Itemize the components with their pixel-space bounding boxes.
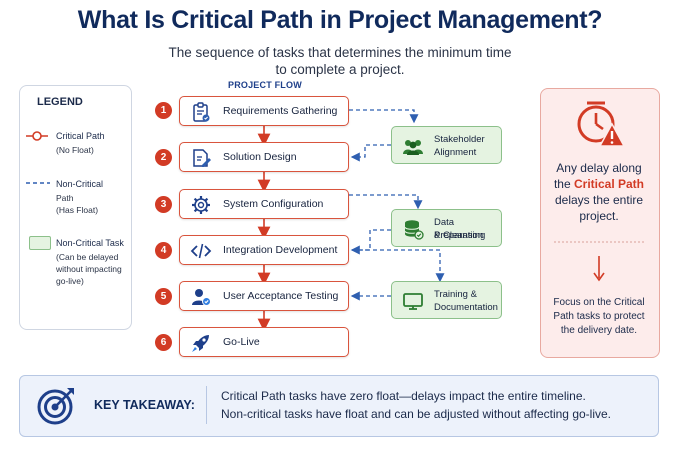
legend-task-swatch bbox=[29, 236, 51, 250]
legend-title: LEGEND bbox=[37, 96, 83, 108]
task-stakeholder-alignment: Stakeholder Alignment bbox=[391, 126, 502, 164]
target-icon bbox=[37, 388, 74, 425]
legend-critical-swatch bbox=[26, 131, 48, 141]
step-requirements-gathering: Requirements Gathering bbox=[179, 96, 349, 126]
task-label: & Cleansing bbox=[434, 230, 486, 241]
step-number: 6 bbox=[155, 334, 172, 351]
step-user-acceptance-testing: User Acceptance Testing bbox=[179, 281, 349, 311]
clock-warning-icon bbox=[577, 101, 626, 147]
step-go-live: Go-Live bbox=[179, 327, 349, 357]
takeaway-divider bbox=[206, 386, 207, 424]
focus-line-2: Path tasks to protect bbox=[553, 311, 645, 322]
legend-noncritical-sub: (Has Float) bbox=[56, 205, 99, 215]
legend-panel bbox=[19, 85, 132, 330]
noncritical-path-to-stakeholder bbox=[349, 109, 419, 124]
design-icon bbox=[193, 149, 211, 167]
database-icon bbox=[404, 220, 424, 240]
step-label: Requirements Gathering bbox=[223, 105, 338, 117]
page-title: What Is Critical Path in Project Managem… bbox=[77, 6, 603, 34]
legend-critical-label: Critical Path bbox=[56, 131, 105, 141]
task-data-preparation: Data Preparation & Cleansing bbox=[391, 209, 502, 247]
warning-line-4: project. bbox=[579, 209, 619, 223]
step-label: Go-Live bbox=[223, 336, 260, 348]
monitor-icon bbox=[403, 293, 423, 310]
warning-line-2: the Critical Path bbox=[548, 176, 650, 192]
key-takeaway-panel bbox=[19, 375, 659, 437]
task-label: Alignment bbox=[434, 147, 477, 158]
task-label: Documentation bbox=[434, 302, 498, 313]
page-subtitle: The sequence of tasks that determines th… bbox=[150, 44, 530, 78]
step-solution-design: Solution Design bbox=[179, 142, 349, 172]
step-number: 2 bbox=[155, 149, 172, 166]
step-number: 5 bbox=[155, 288, 172, 305]
legend-task-sub-1: (Can be delayed bbox=[56, 252, 119, 262]
warning-line-2-prefix: the bbox=[553, 177, 574, 191]
step-number: 4 bbox=[155, 242, 172, 259]
critical-path-highlight: Critical Path bbox=[573, 177, 645, 191]
task-training-documentation: Training & Documentation bbox=[391, 281, 502, 319]
legend-task-sub-2: without impacting bbox=[56, 264, 122, 274]
user-check-icon bbox=[192, 289, 211, 306]
focus-message: Focus on the Critical Path tasks to prot… bbox=[548, 296, 650, 338]
step-system-configuration: System Configuration bbox=[179, 189, 349, 219]
step-number: 1 bbox=[155, 102, 172, 119]
task-label: Stakeholder bbox=[434, 134, 485, 145]
subtitle-line-1: The sequence of tasks that determines th… bbox=[168, 45, 512, 60]
people-icon bbox=[403, 140, 423, 155]
step-label: User Acceptance Testing bbox=[223, 290, 339, 302]
key-takeaway-label: KEY TAKEAWAY: bbox=[94, 398, 195, 412]
takeaway-line-1: Critical Path tasks have zero float—dela… bbox=[221, 389, 586, 403]
legend-noncritical-swatch bbox=[26, 182, 50, 184]
step-label: System Configuration bbox=[223, 198, 324, 210]
panel-divider-arrow bbox=[554, 241, 644, 282]
legend-critical-sub: (No Float) bbox=[56, 145, 94, 155]
legend-task-label: Non-Critical Task bbox=[56, 238, 124, 248]
takeaway-line-2: Non-critical tasks have float and can be… bbox=[221, 407, 611, 421]
step-label: Integration Development bbox=[223, 244, 338, 256]
legend-task-sub-3: go-live) bbox=[56, 276, 84, 286]
noncritical-path-to-training bbox=[352, 249, 445, 283]
step-label: Solution Design bbox=[223, 151, 297, 163]
task-label: Training & bbox=[434, 289, 477, 300]
critical-warning-panel bbox=[540, 88, 660, 358]
clipboard-icon bbox=[193, 102, 210, 122]
rocket-icon bbox=[192, 335, 209, 352]
step-integration-development: Integration Development bbox=[179, 235, 349, 265]
warning-message: Any delay along the Critical Path delays… bbox=[548, 160, 650, 224]
task-label: Data Preparation bbox=[434, 217, 484, 241]
warning-line-1: Any delay along bbox=[556, 161, 642, 175]
legend-noncritical-label-2: Path bbox=[56, 193, 74, 203]
legend-noncritical-label: Non-Critical bbox=[56, 179, 104, 189]
focus-line-3: the delivery date. bbox=[560, 325, 638, 336]
noncritical-path-from-data bbox=[350, 229, 391, 255]
noncritical-path-to-data bbox=[349, 194, 423, 210]
noncritical-path-from-stakeholder bbox=[350, 144, 391, 162]
flow-heading: PROJECT FLOW bbox=[228, 80, 302, 90]
focus-line-1: Focus on the Critical bbox=[553, 297, 645, 308]
step-number: 3 bbox=[155, 196, 172, 213]
subtitle-line-2: to complete a project. bbox=[275, 62, 405, 77]
gear-icon bbox=[192, 196, 210, 214]
warning-line-3: delays the entire bbox=[554, 193, 644, 207]
code-icon bbox=[190, 243, 212, 259]
